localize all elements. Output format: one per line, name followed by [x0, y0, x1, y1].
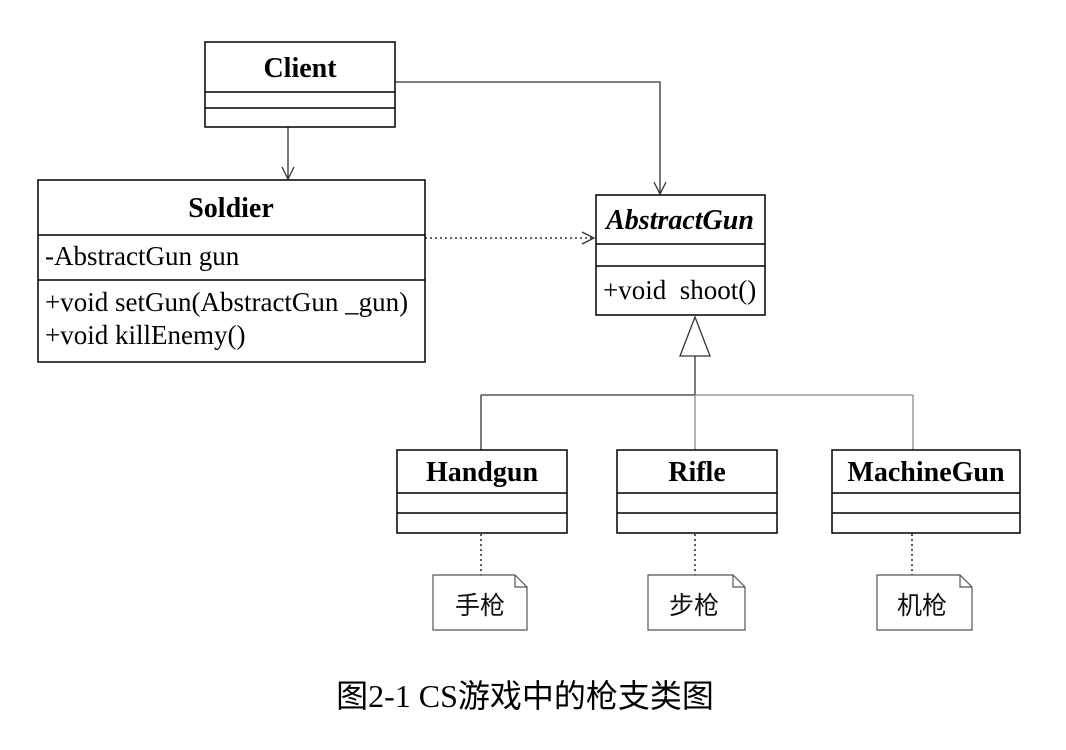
- class-soldier-box: [37, 179, 426, 363]
- generalization-triangle-icon: [679, 315, 711, 357]
- generalization-tree: [480, 315, 914, 450]
- open-arrowhead-icon: [281, 166, 295, 181]
- note-fold-corner-icon: [514, 575, 527, 588]
- class-soldier-attribute: -AbstractGun gun: [45, 241, 240, 271]
- class-soldier-name: Soldier: [188, 193, 274, 224]
- open-arrowhead-icon: [581, 231, 596, 245]
- class-handgun-box: [396, 449, 568, 534]
- note-machinegun: 机枪: [876, 534, 973, 631]
- class-handgun-name: Handgun: [426, 457, 538, 488]
- figure-caption: 图2-1 CS游戏中的枪支类图: [336, 678, 714, 714]
- edge-soldier-to-abstractgun: [425, 231, 596, 245]
- class-machinegun-name: MachineGun: [847, 457, 1005, 488]
- class-rifle-box: [616, 449, 778, 534]
- class-client-box: [204, 41, 396, 128]
- note-handgun-text: 手枪: [455, 592, 505, 620]
- edge-client-to-soldier: [281, 127, 295, 181]
- class-handgun: Handgun: [396, 449, 568, 534]
- class-abstractgun: AbstractGun +void shoot(): [595, 194, 766, 316]
- class-machinegun-box: [831, 449, 1021, 534]
- note-machinegun-box: [876, 574, 973, 631]
- class-client: Client: [204, 41, 396, 128]
- class-rifle: Rifle: [616, 449, 778, 534]
- class-client-name: Client: [263, 53, 337, 84]
- note-handgun-box: [432, 574, 528, 631]
- note-machinegun-text: 机枪: [897, 592, 947, 620]
- class-abstractgun-box: [595, 194, 766, 316]
- edge-client-to-abstractgun: [395, 81, 667, 196]
- class-soldier-method-setgun: +void setGun(AbstractGun _gun): [45, 287, 408, 317]
- note-rifle: 步枪: [647, 534, 746, 631]
- open-arrowhead-icon: [653, 181, 667, 196]
- note-rifle-box: [647, 574, 746, 631]
- note-rifle-text: 步枪: [669, 592, 719, 620]
- note-fold-corner-icon: [732, 575, 745, 588]
- class-rifle-name: Rifle: [668, 457, 726, 488]
- class-abstractgun-name: AbstractGun: [604, 205, 754, 236]
- edge-client-to-abstractgun-line: [395, 81, 661, 194]
- class-soldier: Soldier -AbstractGun gun +void setGun(Ab…: [37, 179, 426, 363]
- class-abstractgun-method-shoot: +void shoot(): [603, 275, 756, 305]
- class-machinegun: MachineGun: [831, 449, 1021, 534]
- note-fold-corner-icon: [959, 575, 972, 588]
- class-soldier-method-killenemy: +void killEnemy(): [45, 320, 245, 350]
- note-handgun: 手枪: [432, 534, 528, 631]
